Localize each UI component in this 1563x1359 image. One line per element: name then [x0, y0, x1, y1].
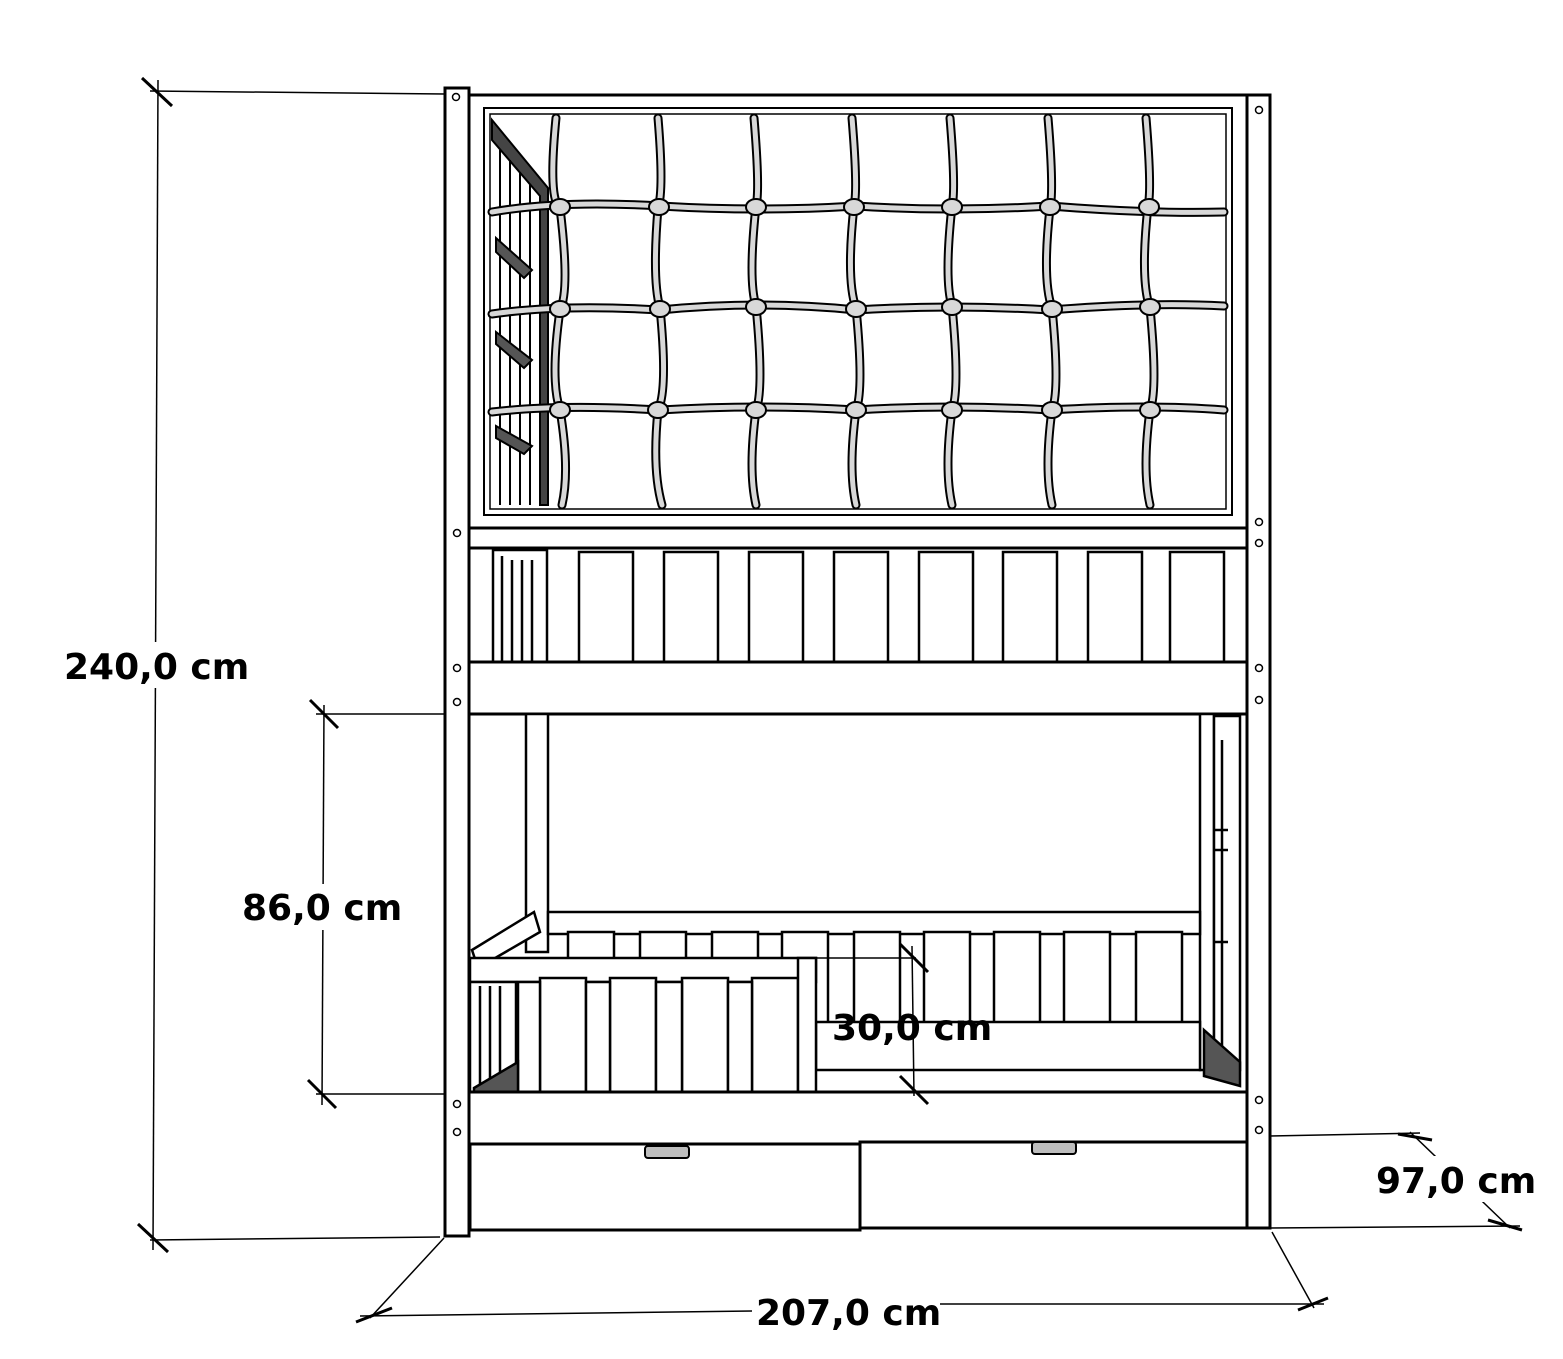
length-tick-left: [355, 1306, 393, 1324]
drawer-handle-icon: [1031, 1141, 1077, 1155]
ladder-icon: [491, 117, 549, 506]
depth-tick-top: [1397, 1132, 1433, 1142]
height-tick-bottom: [136, 1222, 170, 1254]
left-post: [443, 86, 471, 1238]
height-tick-top: [140, 76, 174, 108]
depth-label: 97,0 cm: [1376, 1161, 1536, 1202]
climbing-net-panel: [467, 93, 1249, 530]
right-post: [1245, 93, 1272, 1230]
drawer-right: [858, 1140, 1249, 1230]
height-label: 240,0 cm: [64, 647, 249, 688]
height-label-bg: [62, 642, 252, 688]
depth-extension-top: [1269, 1132, 1421, 1137]
height-extension-top: [149, 90, 446, 95]
rail-dimension-line: [911, 945, 915, 1097]
length-extension-right: [1271, 1231, 1315, 1309]
rail-height-label: 30,0 cm: [832, 1008, 992, 1049]
length-dimension-line-left: [359, 1310, 753, 1317]
dimension-labels: 240,0 cm 86,0 cm 30,0 cm 97,0 cm 207,0 c…: [62, 642, 1536, 1334]
upper-guard-slats: [491, 548, 1226, 664]
lower-bed-beam: [467, 1090, 1249, 1146]
mattress-edge: [814, 1020, 1202, 1072]
length-tick-right: [1297, 1296, 1329, 1312]
length-extension-left: [369, 1237, 445, 1319]
lower-height-tick-top: [308, 698, 340, 730]
rail-tick-top: [898, 942, 930, 974]
rope-net-icon: [487, 113, 1229, 510]
rail-tick-bottom: [898, 1074, 930, 1106]
drawer-handle-icon: [644, 1145, 690, 1159]
height-extension-bottom: [149, 1236, 441, 1241]
depth-label-bg: [1374, 1156, 1536, 1202]
lower-height-tick-bottom: [306, 1078, 338, 1110]
depth-tick-bottom: [1487, 1218, 1523, 1232]
lower-guard-rail: [468, 910, 1242, 1094]
lower-height-label-bg: [238, 884, 406, 930]
length-label: 207,0 cm: [756, 1293, 941, 1334]
upper-bed-beam: [467, 660, 1249, 716]
bunk-bed: [443, 86, 1272, 1238]
lower-height-label: 86,0 cm: [242, 888, 402, 929]
upper-top-rail: [467, 526, 1249, 550]
depth-extension-bottom: [1269, 1225, 1521, 1229]
bolts: [451, 92, 1264, 1137]
